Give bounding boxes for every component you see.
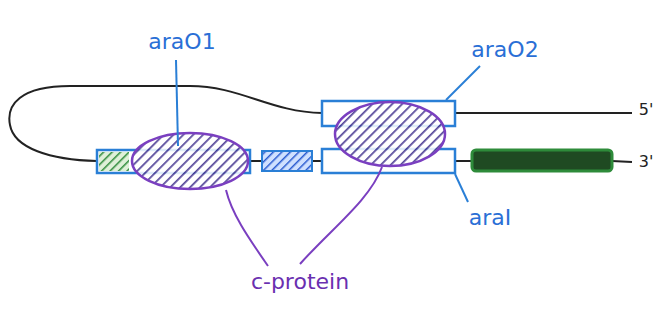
site-label: araI — [467, 206, 514, 230]
leader-line — [455, 174, 468, 202]
leader-line — [300, 167, 382, 264]
protein-label: c-protein — [249, 270, 351, 294]
gene-bar — [472, 150, 612, 171]
hatched-site — [99, 152, 129, 171]
site-label: araO1 — [146, 30, 217, 54]
strand-end-label: 5' — [637, 101, 656, 119]
leader-line — [446, 66, 480, 100]
hatched-site — [262, 151, 312, 171]
protein-blob — [335, 102, 445, 166]
leader-line — [226, 190, 268, 266]
protein-blob — [132, 133, 248, 189]
leader-line — [176, 60, 178, 146]
site-label: araO2 — [469, 38, 540, 62]
strand-end-label: 3' — [637, 153, 656, 171]
